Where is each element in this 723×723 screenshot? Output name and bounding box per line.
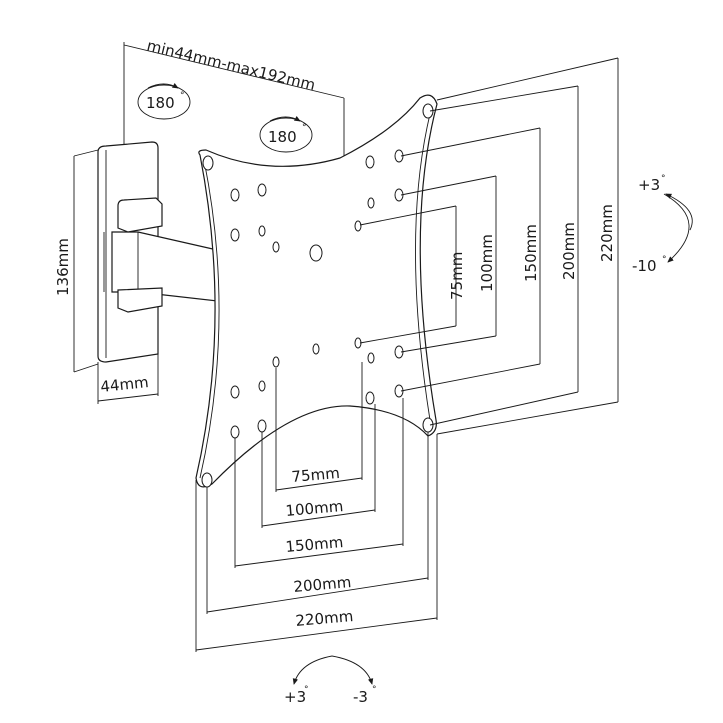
horizontal-75mm: 75mm: [291, 464, 341, 486]
swivel-arm: [103, 197, 227, 313]
degree-symbol: °: [661, 174, 666, 184]
degree-symbol: °: [372, 685, 377, 695]
wall-plate-height-label: 136mm: [54, 238, 72, 296]
vertical-150mm: 150mm: [522, 224, 540, 282]
mounting-holes: [201, 103, 434, 488]
rotation-right-value: -3: [353, 688, 368, 706]
wall-plate-height-dimension: 136mm: [54, 149, 99, 373]
horizontal-spacing-dimensions: 75mm 100mm 150mm 200mm 220mm: [195, 362, 438, 652]
swivel-plate-value: 180: [268, 128, 297, 146]
degree-symbol: °: [662, 255, 667, 265]
vertical-100mm: 100mm: [478, 234, 496, 292]
vertical-200mm: 200mm: [560, 222, 578, 280]
horizontal-200mm: 200mm: [293, 573, 352, 596]
tilt-indicator: +3 ° -10 °: [632, 174, 693, 275]
degree-symbol: °: [304, 685, 309, 695]
vertical-220mm: 220mm: [598, 204, 616, 262]
tilt-up-value: +3: [638, 176, 660, 194]
swivel-indicator-wall: 180 °: [137, 82, 191, 120]
horizontal-220mm: 220mm: [295, 607, 354, 630]
wall-plate-depth-dimension: 44mm: [97, 354, 159, 404]
rotation-left-value: +3: [284, 688, 306, 706]
vertical-spacing-dimensions: 75mm 100mm 150mm 200mm 220mm: [359, 57, 619, 435]
swivel-wall-value: 180: [146, 94, 175, 112]
horizontal-150mm: 150mm: [285, 533, 344, 556]
tilt-down-value: -10: [632, 257, 657, 275]
vesa-plate: [195, 94, 438, 488]
horizontal-100mm: 100mm: [285, 497, 344, 520]
rotation-indicator: +3 ° -3 °: [284, 655, 377, 706]
swivel-indicator-plate: 180 °: [259, 115, 313, 153]
degree-symbol: °: [180, 91, 185, 101]
vertical-75mm: 75mm: [448, 252, 466, 300]
wall-plate-depth-label: 44mm: [100, 373, 150, 396]
degree-symbol: °: [302, 123, 307, 133]
